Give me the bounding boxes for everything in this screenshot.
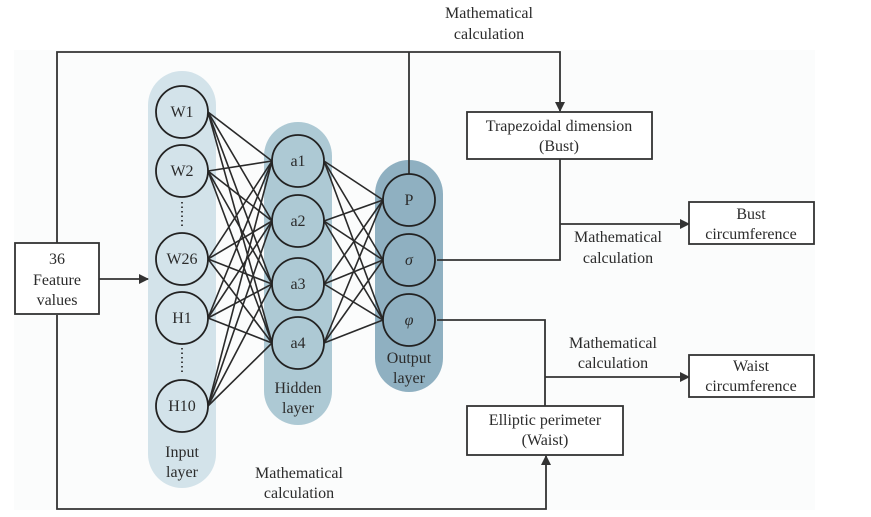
ellipse-line-1: Elliptic perimeter	[489, 412, 602, 429]
bottom-connector	[56, 315, 551, 510]
feature-values-line-3: values	[37, 292, 78, 309]
output-node-circle	[382, 293, 436, 347]
output-node-σ: σ	[382, 233, 436, 287]
output-node-circle	[382, 173, 436, 227]
hidden-node-a3: a3	[271, 257, 325, 311]
connection-input-1-hidden-2	[207, 170, 273, 285]
output-node-circle	[382, 233, 436, 287]
sigma-to-trapezoid-connector	[437, 159, 561, 261]
connection-input-3-hidden-0	[207, 160, 273, 319]
output-layer-label-2: layer	[393, 370, 426, 387]
top-connector	[56, 51, 565, 243]
output-node-label: P	[405, 192, 414, 209]
hidden-node-label: a4	[290, 335, 305, 352]
connection-input-3-hidden-2	[207, 283, 273, 319]
top-calc-label-2: calculation	[454, 26, 524, 43]
ellipse-box	[466, 405, 624, 456]
hidden-layer-label-2: layer	[282, 400, 315, 417]
input-node-circle	[155, 144, 209, 198]
connection-input-4-hidden-2	[207, 283, 273, 407]
input-node-circle	[155, 232, 209, 286]
trapezoid-line-2: (Bust)	[539, 138, 579, 155]
connection-hidden-2-output-0	[323, 199, 384, 285]
connection-input-2-hidden-2	[207, 258, 273, 285]
connection-input-4-hidden-0	[207, 160, 273, 407]
connection-input-0-hidden-0	[207, 111, 273, 162]
input-node-H10: H10	[155, 379, 209, 433]
connection-input-4-hidden-1	[207, 220, 273, 407]
bottom-calc-label-1: Mathematical	[255, 465, 344, 482]
waist-line-2: circumference	[705, 378, 796, 395]
output-node-φ: φ	[382, 293, 436, 347]
hidden-node-label: a3	[290, 276, 305, 293]
waist-circumference-box	[688, 354, 815, 398]
hidden-node-circle	[271, 134, 325, 188]
hidden-node-a4: a4	[271, 316, 325, 370]
trapezoid-box	[466, 111, 653, 160]
input-layer-label-2: layer	[166, 464, 199, 481]
connection-input-3-hidden-1	[207, 220, 273, 319]
output-node-label: σ	[405, 252, 414, 269]
input-node-label: H1	[172, 310, 192, 327]
connection-input-3-hidden-3	[207, 317, 273, 344]
bust-calc-label-1: Mathematical	[574, 229, 663, 246]
output-node-P: P	[382, 173, 436, 227]
input-node-W2: W2	[155, 144, 209, 198]
input-node-circle	[155, 291, 209, 345]
feature-values-line-1: 36	[49, 251, 65, 268]
network-connections	[207, 111, 384, 407]
hidden-node-label: a1	[290, 153, 305, 170]
connection-hidden-3-output-1	[323, 259, 384, 344]
waist-calc-label-2: calculation	[578, 355, 648, 372]
ellipse-line-2: (Waist)	[522, 432, 569, 449]
input-node-circle	[155, 85, 209, 139]
bust-line-2: circumference	[705, 226, 796, 243]
connection-input-1-hidden-0	[207, 160, 273, 172]
bust-line-1: Bust	[736, 206, 766, 223]
hidden-node-circle	[271, 194, 325, 248]
feature-values-line-2: Feature	[33, 272, 81, 289]
top-calc-label-1: Mathematical	[445, 5, 534, 22]
waist-calc-label-1: Mathematical	[569, 335, 658, 352]
connection-input-4-hidden-3	[207, 342, 273, 407]
input-node-label: W1	[170, 104, 193, 121]
connection-hidden-1-output-0	[323, 199, 384, 222]
input-node-label: W26	[166, 251, 197, 268]
bottom-calc-label-2: calculation	[264, 485, 334, 502]
input-node-circle	[155, 379, 209, 433]
feature-values-box	[14, 242, 100, 315]
connection-input-0-hidden-2	[207, 111, 273, 285]
input-node-H1: H1	[155, 291, 209, 345]
hidden-node-a1: a1	[271, 134, 325, 188]
waist-line-1: Waist	[733, 358, 770, 375]
hidden-node-a2: a2	[271, 194, 325, 248]
bust-circumference-box	[688, 201, 815, 245]
input-layer-label-1: Input	[165, 444, 199, 461]
hidden-node-label: a2	[290, 213, 305, 230]
hidden-node-circle	[271, 316, 325, 370]
output-node-label: φ	[405, 312, 414, 329]
connection-hidden-0-output-0	[323, 160, 384, 201]
input-node-label: H10	[168, 398, 196, 415]
bust-calc-label-2: calculation	[583, 250, 653, 267]
connection-input-1-hidden-3	[207, 170, 273, 344]
trapezoid-line-1: Trapezoidal dimension	[486, 118, 633, 135]
connection-hidden-3-output-0	[323, 199, 384, 344]
connection-input-1-hidden-1	[207, 170, 273, 222]
connection-hidden-1-output-1	[323, 220, 384, 261]
hidden-layer-label-1: Hidden	[274, 380, 321, 397]
input-node-W26: W26	[155, 232, 209, 286]
input-node-W1: W1	[155, 85, 209, 139]
connection-hidden-3-output-2	[323, 319, 384, 344]
input-node-label: W2	[170, 163, 193, 180]
connection-input-2-hidden-0	[207, 160, 273, 260]
hidden-node-circle	[271, 257, 325, 311]
output-layer-label-1: Output	[387, 350, 432, 367]
